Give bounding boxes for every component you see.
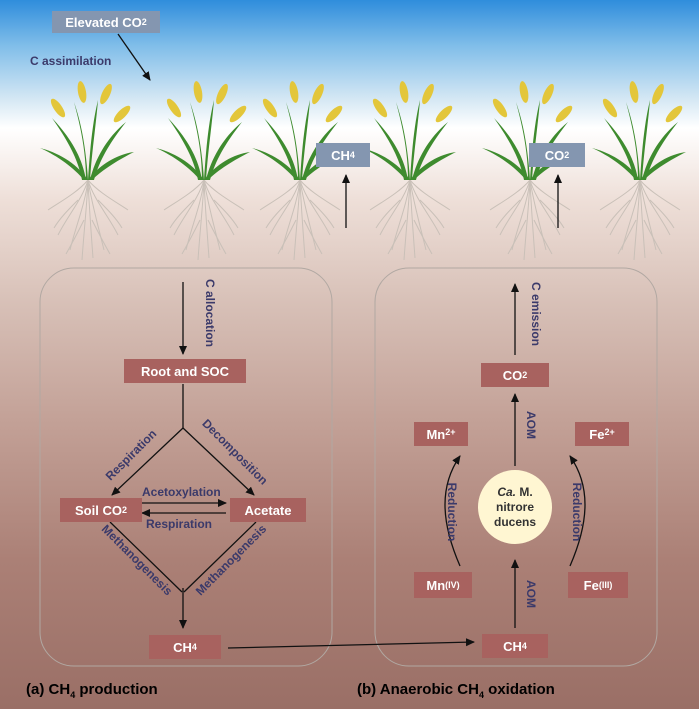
caption-b-tag: (b) xyxy=(357,681,377,698)
mn4-label: Mn xyxy=(426,577,446,593)
soil-co2-label: Soil CO xyxy=(75,502,122,518)
co2-top-sub: 2 xyxy=(564,150,570,160)
caption-a-text: CH xyxy=(48,681,71,698)
fe3-box: Fe(III) xyxy=(568,572,628,598)
caption-b-text: Anaerobic CH xyxy=(379,681,479,698)
c-emission-label: C emission xyxy=(529,281,543,347)
mn4-sub: (IV) xyxy=(445,580,460,590)
microbe-line-3: ducens xyxy=(493,514,536,529)
co2-right-label: CO xyxy=(502,367,523,383)
microbe-genus: Ca. xyxy=(497,484,516,499)
microbe-line-1: Ca. M. xyxy=(478,485,552,500)
ch4-left-label: CH xyxy=(173,639,192,655)
microbe-circle: Ca. M. nitrore ducens xyxy=(478,470,552,544)
co2-right-sub: 2 xyxy=(522,370,528,380)
fe2-label: Fe xyxy=(589,426,605,442)
elevated-co2-sub: 2 xyxy=(141,17,147,27)
co2-top-label: CO xyxy=(544,147,565,163)
caption-a-text-post: production xyxy=(75,681,158,698)
mn2-label: Mn xyxy=(426,426,446,442)
caption-a: (a) CH4 production xyxy=(26,681,158,700)
reduction-left-label: Reduction xyxy=(445,482,459,542)
elevated-co2-label: Elevated CO xyxy=(65,14,142,30)
c-allocation-label: C allocation xyxy=(203,278,217,347)
microbe-line-2: nitrore xyxy=(495,499,534,514)
fe3-label: Fe xyxy=(583,577,599,593)
fe2-sup: 2+ xyxy=(604,427,615,437)
reduction-right-label: Reduction xyxy=(570,482,584,542)
ch4-left-sub: 4 xyxy=(191,642,197,652)
c-assimilation-label: C assimilation xyxy=(30,54,112,68)
ch4-top-label: CH xyxy=(331,147,350,163)
caption-a-tag: (a) xyxy=(26,681,45,698)
acetate-box: Acetate xyxy=(230,498,306,522)
ch4-top-sub: 4 xyxy=(349,150,355,160)
ch4-right-sub: 4 xyxy=(521,641,527,651)
respiration-middle-label: Respiration xyxy=(146,517,213,531)
mn2-sup: 2+ xyxy=(445,427,456,437)
caption-b-sub: 4 xyxy=(478,690,484,700)
soil-co2-sub: 2 xyxy=(121,505,127,515)
caption-b-text-post: oxidation xyxy=(483,681,555,698)
root-soc-box: Root and SOC xyxy=(124,359,246,383)
aom-bottom-label: AOM xyxy=(524,580,538,608)
fe3-sub: (III) xyxy=(598,580,613,590)
ch4-right-label: CH xyxy=(503,638,522,654)
caption-b: (b) Anaerobic CH4 oxidation xyxy=(357,681,555,700)
caption-a-sub: 4 xyxy=(70,690,76,700)
acetoxylation-label: Acetoxylation xyxy=(142,485,221,499)
aom-top-label: AOM xyxy=(524,411,538,439)
microbe-species-initial: M. xyxy=(519,484,533,499)
mn4-box: Mn(IV) xyxy=(414,572,472,598)
